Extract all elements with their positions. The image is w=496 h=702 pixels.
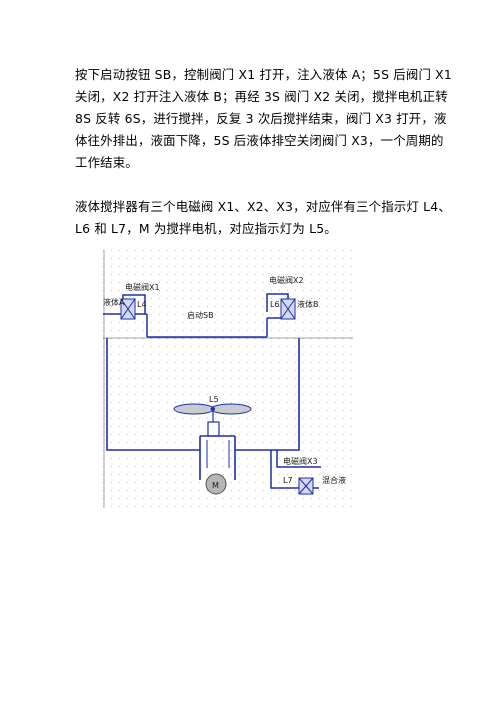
text-line: 按下启动按钮 SB，控制阀门 X1 打开，注入液体 A；5S 后阀门 X1 (75, 67, 452, 82)
valve-x3 (298, 477, 314, 495)
inlet-pipe-b (266, 293, 289, 337)
liquid-b-label: 液体B (297, 299, 319, 309)
lamp-l6-label: L6 (270, 300, 280, 309)
start-button-label[interactable]: 启动SB (187, 310, 214, 320)
instruction-paragraph: 按下启动按钮 SB，控制阀门 X1 打开，注入液体 A；5S 后阀门 X1 关闭… (75, 64, 452, 174)
text-line: 体往外排出，液面下降，5S 后液体排空关闭阀门 X3，一个周期的 (75, 133, 444, 148)
lamp-l7-label: L7 (283, 476, 293, 485)
motor-label: M (212, 481, 219, 490)
lamp-l4-label: L4 (137, 300, 147, 309)
stirrer-motor (205, 473, 227, 495)
mixing-tank (106, 336, 300, 451)
mixed-liquid-label: 混合液 (322, 475, 346, 485)
valve-x2-label: 电磁阀X2 (269, 275, 304, 285)
valve-x2 (280, 298, 296, 320)
mixer-diagram: 电磁阀X1 液体A L4 电磁阀X2 L6 液体B 启动SB L5 电磁阀X3 … (103, 250, 353, 508)
text-line: 液体搅拌器有三个电磁阀 X1、X2、X3，对应伴有三个指示灯 L4、 (75, 199, 451, 214)
component-description-paragraph: 液体搅拌器有三个电磁阀 X1、X2、X3，对应伴有三个指示灯 L4、 L6 和 … (75, 196, 451, 240)
stirrer-paddle (173, 403, 252, 422)
inlet-pipe-a (103, 294, 148, 337)
text-line: L6 和 L7，M 为搅拌电机，对应指示灯为 L5。 (75, 221, 337, 236)
valve-x1-label: 电磁阀X1 (125, 282, 160, 292)
valve-x3-label: 电磁阀X3 (283, 456, 318, 466)
text-line: 工作结束。 (75, 155, 138, 170)
valve-x1 (120, 298, 136, 320)
liquid-a-label: 液体A (103, 297, 125, 307)
motor-coupling (199, 421, 236, 480)
text-line: 8S 反转 6S，进行搅拌，反复 3 次后搅拌结束，阀门 X3 打开，液 (75, 111, 447, 126)
outlet-pipe (270, 450, 321, 489)
lamp-l5-label: L5 (209, 395, 219, 404)
grid-background (103, 250, 353, 508)
text-line: 关闭，X2 打开注入液体 B；再经 3S 阀门 X2 关闭，搅拌电机正转 (75, 89, 448, 104)
